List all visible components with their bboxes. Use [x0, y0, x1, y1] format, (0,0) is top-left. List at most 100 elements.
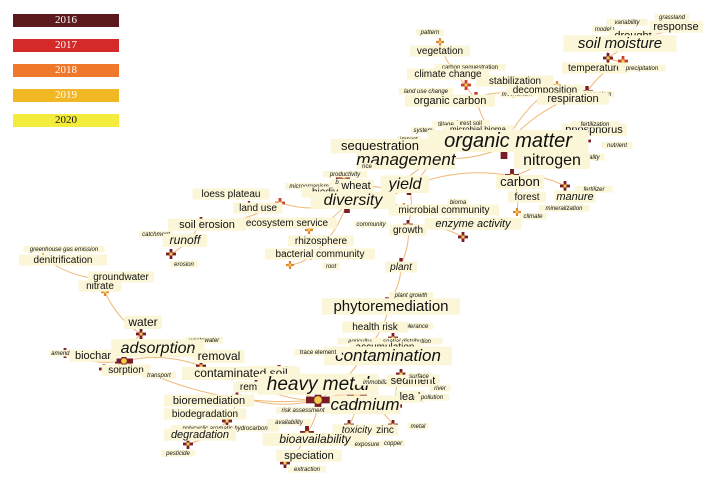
- keyword-loess-plateau: loess plateau: [202, 189, 261, 200]
- label-bg-erosion: [170, 260, 198, 268]
- label-bg-toxicity: [332, 424, 382, 436]
- label-bg-enzyme-activity: [424, 217, 522, 230]
- label-bg-microbial-bioma: [442, 125, 514, 134]
- label-bg-denitrification: [19, 254, 107, 266]
- keyword-adsorption: adsorption: [121, 340, 196, 357]
- label-bg-rice: [358, 162, 376, 170]
- label-bg-organic-carbon: [404, 94, 496, 107]
- keyword-enzyme-activity: enzyme activity: [435, 218, 512, 230]
- label-bg-mineralization: [538, 204, 590, 212]
- node-adsorption: [115, 352, 133, 370]
- keyword-amendment: amendment: [51, 351, 83, 357]
- keyword-diversity: diversity: [324, 192, 384, 209]
- keyword-sequestration: sequestration: [341, 138, 419, 153]
- keyword-bacterial-community: bacterial community: [276, 249, 365, 260]
- label-bg-productivity: [322, 170, 368, 178]
- node-speciation: [280, 458, 290, 468]
- label-bg-pattern: [416, 28, 444, 36]
- label-bg-speciation: [276, 449, 342, 462]
- label-bg-nitrate: [78, 280, 122, 292]
- label-bg-immobilization: [356, 378, 408, 386]
- label-bg-spatial-distribution: [371, 337, 443, 345]
- legend-swatch-2017: [13, 39, 119, 52]
- label-bg-bioremediation: [163, 394, 255, 407]
- keyword-soil-moisture: soil moisture: [578, 35, 662, 52]
- keyword-soil-erosion: soil erosion: [179, 219, 235, 231]
- keyword-cadmium: cadmium: [331, 395, 400, 414]
- label-bg-grassland: [654, 13, 690, 21]
- label-bg-forest: [508, 191, 546, 203]
- legend-label-2017: 2017: [55, 39, 77, 51]
- label-bg-water: [124, 315, 162, 329]
- label-bg-sequestration: [330, 138, 430, 154]
- keyword-heavy-metal: heavy metal: [267, 374, 370, 395]
- keyword-growth: growth: [393, 225, 423, 236]
- legend-swatch-2020: [13, 114, 119, 127]
- keyword-biodegradation: biodegradation: [172, 409, 238, 420]
- keyword-zinc: zinc: [376, 425, 394, 436]
- keyword-catchment: catchment: [142, 232, 170, 238]
- label-bg-diversity: [310, 191, 396, 209]
- label-bg-biodegradation: [163, 408, 247, 420]
- label-bg-degradation: [164, 428, 236, 441]
- keyword-erosion: erosion: [174, 262, 194, 268]
- keyword-grassland: grassland: [659, 15, 686, 21]
- label-bg-exposure: [351, 440, 383, 448]
- label-bg-model: [592, 25, 614, 33]
- keyword-toxicity: toxicity: [342, 425, 374, 436]
- keyword-ecosystem-service: ecosystem service: [246, 218, 329, 229]
- label-bg-pesticide: [160, 449, 196, 457]
- label-bg-fertilization: [571, 120, 619, 128]
- label-bg-response: [649, 20, 703, 33]
- node-soil-moisture: [603, 53, 613, 63]
- keyword-bioma: bioma: [450, 200, 467, 206]
- label-bg-root: [322, 262, 340, 270]
- keyword-microbial-community: microbial community: [398, 205, 489, 216]
- keyword-organic-carbon: organic carbon: [414, 95, 487, 107]
- node-ecosystem-service: [305, 226, 313, 234]
- keyword-runoff: runoff: [170, 233, 202, 247]
- label-bg-growth: [389, 224, 427, 236]
- keyword-microbial-bioma: microbial bioma: [450, 125, 507, 134]
- keyword-rhizosphere: rhizosphere: [295, 236, 348, 247]
- keyword-risk-assessment: risk assessment: [281, 408, 324, 414]
- label-bg-risk-assessment: [275, 406, 331, 414]
- keyword-trace-element: trace element: [300, 350, 337, 356]
- label-bg-sorption: [101, 364, 151, 376]
- keyword-plant-growth: plant growth: [394, 293, 428, 299]
- keyword-forest: forest: [514, 192, 539, 203]
- label-bg-groundwater: [88, 271, 154, 283]
- keyword-phytoremediation: phytoremediation: [333, 298, 448, 315]
- keyword-land-use-change: land use change: [404, 89, 449, 95]
- label-bg-plant: [385, 261, 417, 273]
- keyword-land-use: land use: [239, 203, 277, 214]
- keyword-stabilization: stabilization: [489, 76, 541, 87]
- label-bg-yield: [380, 175, 430, 193]
- label-bg-amendment: [49, 349, 85, 357]
- keyword-river: river: [434, 386, 447, 392]
- label-bg-health-risk: [342, 321, 408, 333]
- keyword-pesticide: pesticide: [165, 451, 190, 457]
- keyword-biochar: biochar: [75, 350, 111, 362]
- keyword-transport: transport: [147, 373, 171, 379]
- keyword-carbon: carbon: [500, 174, 540, 189]
- keyword-fertilizer: fertilizer: [583, 187, 605, 193]
- label-bg-surface: [405, 372, 433, 380]
- keyword-productivity: productivity: [329, 172, 361, 178]
- node-degradation: [183, 439, 193, 449]
- label-bg-transport: [141, 371, 177, 379]
- label-bg-bacterial-community: [264, 248, 376, 260]
- keyword-bioremediation: bioremediation: [173, 395, 245, 407]
- keyword-availability: availability: [275, 420, 304, 426]
- label-bg-respiration: [537, 92, 609, 105]
- keyword-surface: surface: [409, 374, 429, 380]
- label-bg-metal: [407, 422, 429, 430]
- label-bg-soil-erosion: [168, 218, 246, 231]
- label-bg-phytoremediation: [321, 298, 461, 315]
- legend-label-2018: 2018: [55, 64, 77, 76]
- node-enzyme-activity: [458, 232, 468, 242]
- keyword-rice: rice: [362, 164, 372, 170]
- keyword-root: root: [326, 264, 337, 270]
